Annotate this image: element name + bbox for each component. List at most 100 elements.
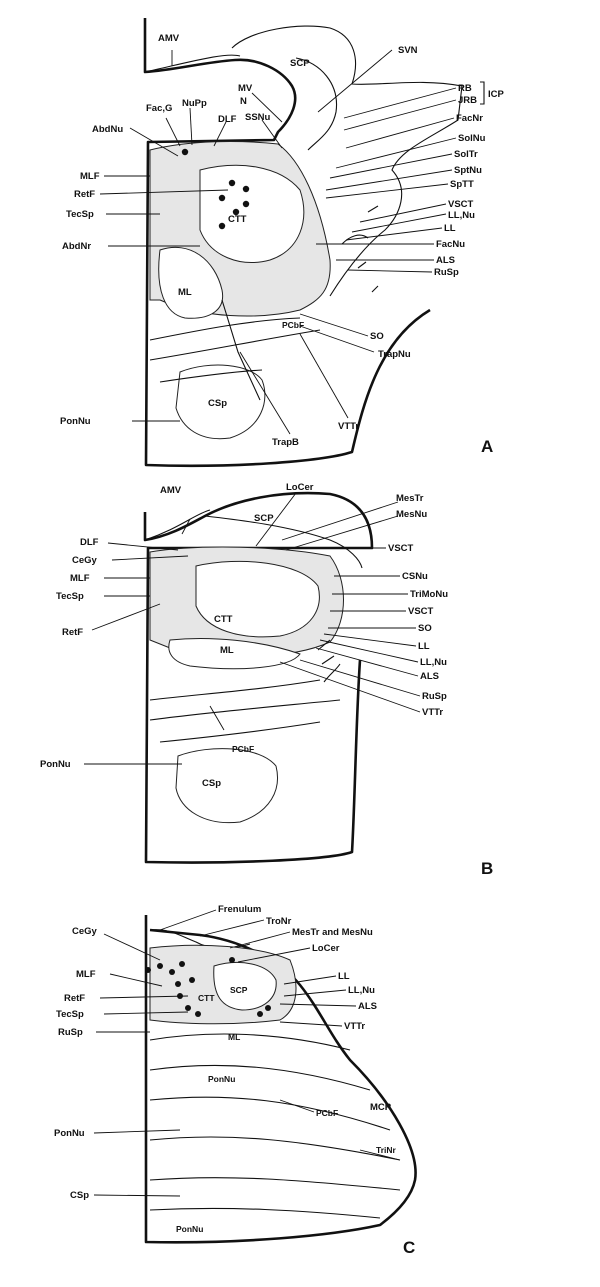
label-retf: RetF (74, 189, 95, 200)
dot (242, 185, 250, 193)
label-trinr: TriNr (376, 1145, 397, 1155)
leader-mlf (109, 973, 163, 987)
label-llnu: LL,Nu (420, 657, 447, 668)
label-ponnu-center: PonNu (208, 1074, 235, 1084)
dot (242, 200, 250, 208)
label-trapb: TrapB (272, 437, 299, 448)
leader-svn (317, 49, 393, 113)
leader-mv (251, 92, 283, 123)
label-mesnu: MesNu (396, 509, 427, 520)
leader-ll (323, 633, 417, 647)
dot (195, 1011, 201, 1017)
panel-a-csp-region (175, 364, 266, 440)
label-scp: SCP (290, 58, 310, 69)
dot (228, 179, 236, 187)
panel-a: AMV SCP SVN MV N SSNu NuPp Fac,G AbdNu D… (60, 18, 505, 468)
panel-c: Frenulum TroNr MesTr and MesNu LoCer CeG… (54, 904, 417, 1257)
label-cegy: CeGy (72, 555, 98, 566)
label-ml: ML (228, 1032, 240, 1042)
panel-a-inner-lobe (295, 57, 338, 151)
leader-sptnu (325, 169, 453, 191)
leader-facg (165, 117, 181, 147)
label-ctt: CTT (214, 614, 233, 625)
label-mcp: MCP (370, 1102, 392, 1113)
label-facnr: FacNr (456, 113, 483, 124)
leader-jrb (343, 99, 457, 131)
label-frenulum: Frenulum (218, 904, 261, 915)
leader-vttr (299, 333, 349, 419)
label-tecsp: TecSp (66, 209, 94, 220)
label-rb: RB (458, 83, 472, 94)
panel-b: AMV LoCer SCP MesTr MesNu VSCT DLF CeGy … (40, 482, 493, 878)
label-rusp: RuSp (58, 1027, 83, 1038)
panel-a-reticular-region (199, 164, 305, 263)
panel-a-ml-region (158, 246, 224, 319)
leader-vsct (359, 203, 447, 223)
label-ll: LL (444, 223, 456, 234)
label-ponnu-left: PonNu (54, 1128, 85, 1139)
label-csp: CSp (208, 398, 227, 409)
leader-llnu (283, 989, 347, 997)
panel-c-scp-region (213, 962, 277, 1011)
leader-ssnu (261, 119, 283, 149)
leader-cegy (103, 933, 161, 961)
label-csp: CSp (70, 1190, 89, 1201)
label-rusp: RuSp (422, 691, 447, 702)
leader-vttr (279, 661, 421, 713)
dot (229, 957, 235, 963)
leader-ll (283, 975, 337, 985)
label-so: SO (418, 623, 432, 634)
label-vttr: VTTr (338, 421, 359, 432)
panel-a-leader-lines (99, 49, 457, 435)
label-ponnu: PonNu (40, 759, 71, 770)
leader-solnu (335, 137, 457, 169)
dot (145, 967, 151, 973)
leader-rb (343, 87, 457, 119)
leader-trapnu (299, 325, 375, 353)
label-als: ALS (358, 1001, 377, 1012)
panel-a-dots (181, 148, 250, 230)
label-tecsp: TecSp (56, 591, 84, 602)
leader-abdnu (129, 127, 179, 157)
panel-c-leader-lines (93, 909, 401, 1197)
label-rusp: RuSp (434, 267, 459, 278)
leader-mestr-mesnu (229, 931, 291, 949)
leader-trapb (239, 351, 291, 435)
dot (257, 1011, 263, 1017)
panel-b-ml-region (168, 638, 301, 670)
panel-c-dots (145, 957, 271, 1017)
dot (265, 1005, 271, 1011)
leader-retf (99, 189, 229, 195)
label-soltr: SolTr (454, 149, 478, 160)
label-ponnu: PonNu (60, 416, 91, 427)
panel-a-labels: AMV SCP SVN MV N SSNu NuPp Fac,G AbdNu D… (60, 33, 505, 456)
label-abdnu: AbdNu (92, 124, 123, 135)
label-llnu: LL,Nu (348, 985, 375, 996)
dot (169, 969, 175, 975)
label-pcbf: PCbF (316, 1108, 338, 1118)
leader-soltr (329, 153, 453, 179)
panel-a-amv-line (144, 54, 241, 73)
panel-letter-a: A (481, 437, 493, 456)
leader-frenulum (159, 909, 217, 931)
label-dlf: DLF (218, 114, 237, 125)
leader-csp (93, 1194, 181, 1197)
label-tronr: TroNr (266, 916, 292, 927)
panel-a-section-outline (143, 18, 431, 468)
label-als: ALS (420, 671, 439, 682)
label-so: SO (370, 331, 384, 342)
dot (181, 148, 189, 156)
label-svn: SVN (398, 45, 418, 56)
panel-b-lateral-fibers (317, 639, 341, 683)
label-mlf: MLF (80, 171, 100, 182)
label-ctt: CTT (198, 993, 215, 1003)
label-nupp: NuPp (182, 98, 207, 109)
dot (175, 981, 181, 987)
leader-ll (345, 227, 443, 241)
leader-rusp (347, 269, 433, 273)
label-mestr-mesnu: MesTr and MesNu (292, 927, 373, 938)
label-facnu: FacNu (436, 239, 465, 250)
leader-retf (91, 603, 161, 631)
dot (232, 208, 240, 216)
panel-b-labels: AMV LoCer SCP MesTr MesNu VSCT DLF CeGy … (40, 482, 493, 878)
